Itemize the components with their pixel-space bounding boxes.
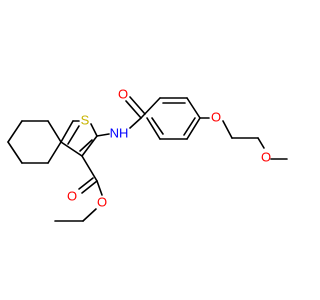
molecule-canvas: S NH O O O O O (7, 86, 288, 222)
amide-oxygen-label: O (118, 87, 128, 102)
ethyl-ester (54, 155, 103, 222)
molecule-structure: S NH O O O O O (7, 87, 288, 222)
ester-carbonyl-oxygen-label: O (67, 189, 77, 204)
aryl-ether-oxygen-label: O (211, 110, 221, 125)
sulfur-atom-label: S (81, 113, 90, 128)
methoxyethoxy-chain (199, 117, 288, 160)
amide-linkage (96, 96, 146, 137)
methoxy-oxygen-label: O (261, 150, 271, 165)
amide-nitrogen-label: NH (110, 126, 129, 141)
ester-oxygen-label: O (97, 195, 107, 210)
thiophene-ring (60, 120, 98, 157)
cyclohexane-ring (7, 120, 62, 164)
benzene-ring (140, 97, 201, 140)
